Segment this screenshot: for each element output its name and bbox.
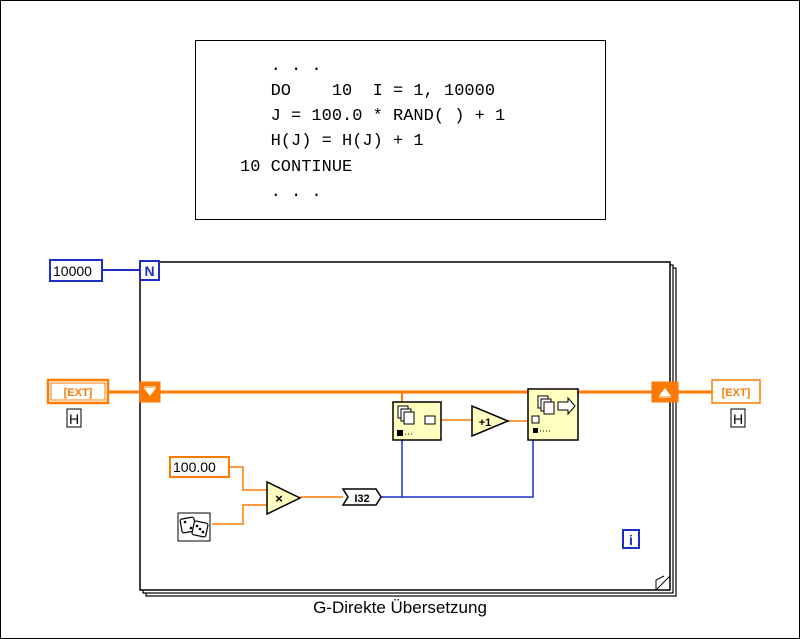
code-line: . . .	[240, 183, 322, 202]
array-in-type-label: [EXT]	[64, 387, 93, 399]
loop-count-value: 10000	[53, 263, 92, 279]
iteration-terminal: i	[622, 529, 640, 549]
increment-label: +1	[479, 417, 492, 429]
code-line: . . .	[240, 57, 322, 76]
array-output-indicator: [EXT]	[711, 379, 761, 404]
array-in-name: H	[69, 411, 79, 427]
code-line: J = 100.0 * RAND( ) + 1	[240, 107, 506, 126]
multiplier-value: 100.00	[173, 459, 216, 475]
shift-register-left-icon	[139, 381, 161, 403]
array-input-label: H	[66, 408, 82, 428]
multiplier-constant[interactable]: 100.00	[169, 456, 230, 478]
array-out-name: H	[733, 411, 743, 427]
increment-icon[interactable]: +1	[471, 404, 510, 438]
dice-icon[interactable]	[177, 512, 211, 542]
loop-count-constant[interactable]: 10000	[49, 259, 103, 282]
convert-i32-icon[interactable]: I32	[341, 488, 382, 506]
fortran-code-block: . . . DO 10 I = 1, 10000 J = 100.0 * RAN…	[195, 40, 606, 220]
iteration-terminal-label: i	[629, 532, 633, 548]
code-line: 10 CONTINUE	[240, 158, 353, 177]
array-out-type-label: [EXT]	[722, 387, 751, 399]
code-line: DO 10 I = 1, 10000	[240, 82, 496, 101]
code-line: H(J) = H(J) + 1	[240, 132, 424, 151]
replace-array-subset-icon[interactable]	[527, 388, 579, 441]
array-input-control[interactable]: [EXT]	[46, 378, 110, 405]
count-terminal-label: N	[144, 263, 154, 279]
array-output-label: H	[730, 408, 746, 428]
index-array-icon[interactable]	[392, 401, 442, 441]
convert-label: I32	[354, 493, 369, 505]
multiply-icon[interactable]: ×	[266, 480, 302, 516]
count-terminal: N	[139, 260, 160, 281]
multiply-label: ×	[275, 491, 283, 506]
shift-register-right-icon	[651, 381, 679, 403]
figure-caption: G-Direkte Übersetzung	[313, 598, 487, 617]
